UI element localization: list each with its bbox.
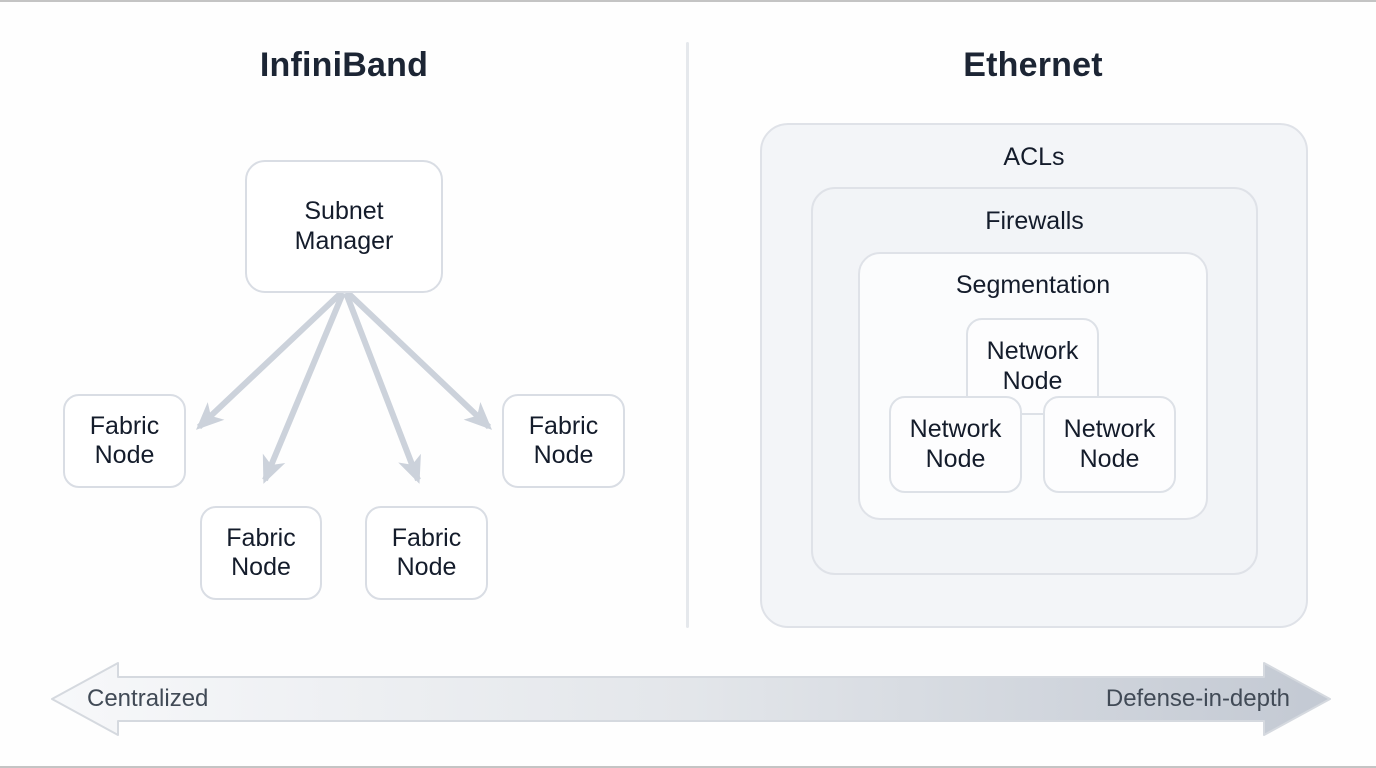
spectrum-right-label: Defense-in-depth xyxy=(1105,685,1290,712)
fabric-node-box-1: Fabric Node xyxy=(63,394,186,488)
bottom-edge-line xyxy=(0,766,1376,768)
fabric-node-box-3: Fabric Node xyxy=(365,506,488,600)
segmentation-layer-label: Segmentation xyxy=(955,271,1111,299)
section-divider xyxy=(686,42,689,628)
infiniband-title: InfiniBand xyxy=(259,46,429,84)
firewalls-layer-label: Firewalls xyxy=(985,207,1084,235)
ethernet-title: Ethernet xyxy=(963,46,1103,84)
acls-layer-label: ACLs xyxy=(1003,143,1065,171)
network-node-box-2: Network Node xyxy=(889,396,1022,493)
network-node-box-1: Network Node xyxy=(966,318,1099,415)
fabric-node-box-4: Fabric Node xyxy=(502,394,625,488)
spectrum-left-label: Centralized xyxy=(87,685,209,712)
fabric-node-box-2: Fabric Node xyxy=(200,506,322,600)
arrow-to-fabric-node-4 xyxy=(345,290,493,430)
arrow-to-fabric-node-2 xyxy=(262,291,346,484)
arrow-to-fabric-node-3 xyxy=(343,291,421,484)
subnet-manager-box: Subnet Manager xyxy=(245,160,443,293)
top-edge-line xyxy=(0,0,1376,2)
arrow-to-fabric-node-1 xyxy=(195,290,344,430)
network-node-box-3: Network Node xyxy=(1043,396,1176,493)
